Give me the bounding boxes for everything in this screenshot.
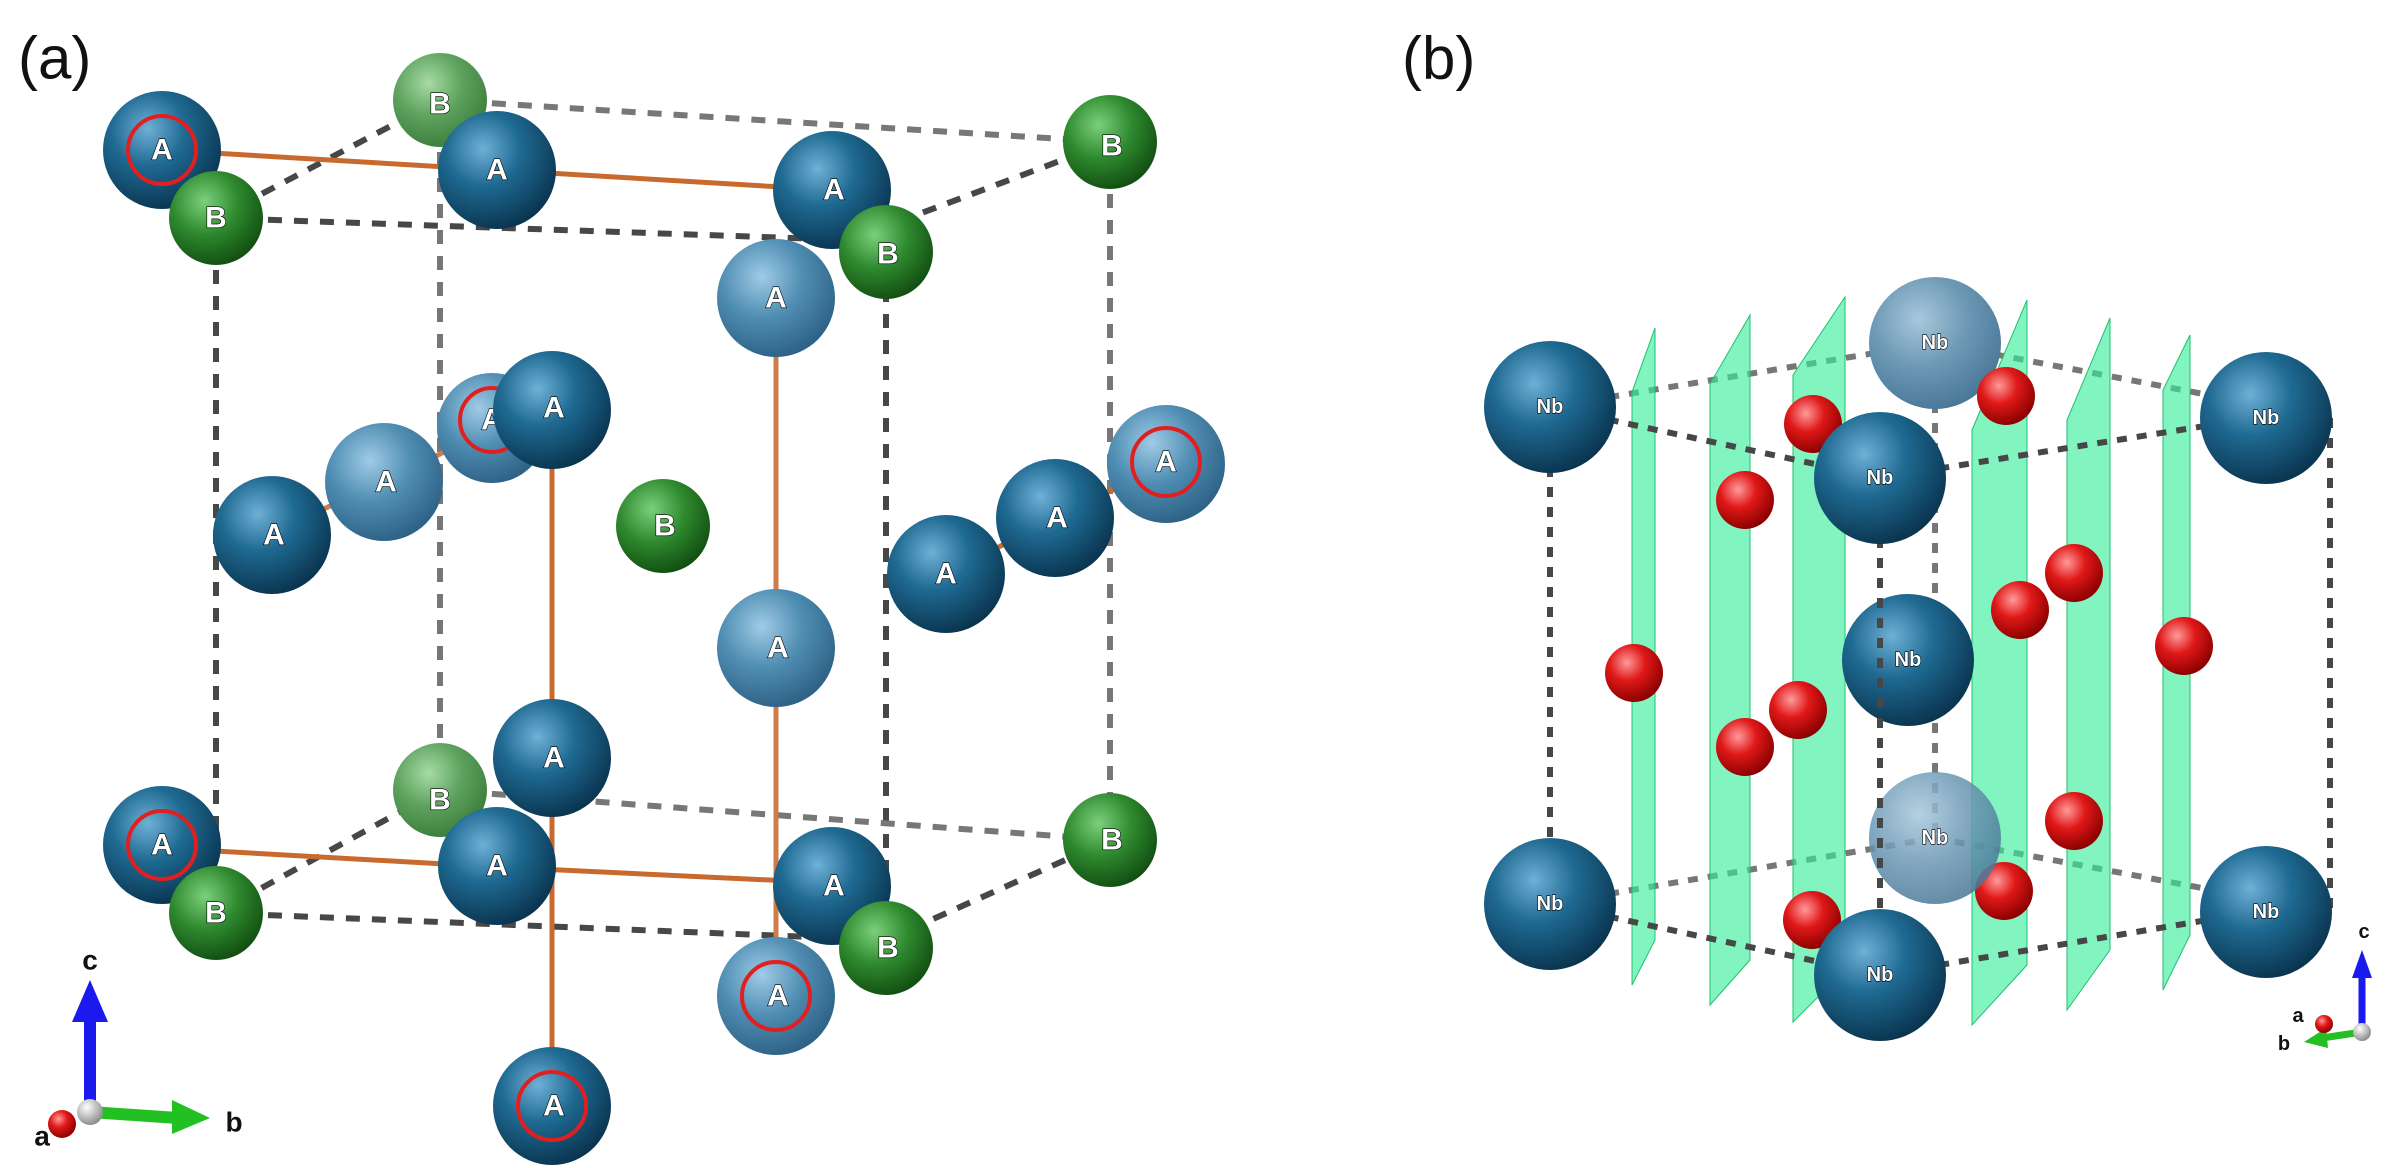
atom-a-marked: A	[493, 1047, 611, 1165]
panel-a-bonds	[161, 147, 1168, 1108]
atom-o	[2045, 792, 2103, 850]
atom-nb: Nb	[1869, 277, 2001, 409]
svg-text:A: A	[767, 980, 789, 1013]
svg-text:A: A	[543, 1090, 565, 1123]
svg-text:A: A	[1155, 446, 1177, 479]
atom-nb: Nb	[2200, 352, 2332, 484]
atom-nb: Nb	[1814, 412, 1946, 544]
panel-b: (b) Nb Nb	[1402, 25, 2372, 1055]
panel-a-atoms: B B B B A B A A B A A A A A B A A A A A …	[103, 53, 1225, 1165]
atom-o	[1783, 891, 1841, 949]
svg-text:A: A	[1046, 502, 1068, 535]
svg-text:A: A	[486, 850, 508, 883]
atom-b: B	[1063, 793, 1157, 887]
atom-nb: Nb	[1842, 594, 1974, 726]
atom-o	[1975, 862, 2033, 920]
atom-a: A	[717, 239, 835, 357]
atom-a: A	[493, 351, 611, 469]
svg-text:B: B	[877, 932, 899, 965]
atom-a: A	[493, 699, 611, 817]
axis-c-label: c	[82, 945, 98, 976]
atom-a-marked: A	[1107, 405, 1225, 523]
svg-text:Nb: Nb	[2253, 407, 2280, 429]
atom-b: B	[169, 171, 263, 265]
svg-text:A: A	[151, 829, 173, 862]
svg-text:B: B	[654, 510, 676, 543]
atom-b: B	[839, 205, 933, 299]
atom-o	[2155, 617, 2213, 675]
atom-b: B	[393, 743, 487, 837]
svg-text:Nb: Nb	[1537, 396, 1564, 418]
svg-text:A: A	[823, 174, 845, 207]
svg-text:Nb: Nb	[1922, 332, 1949, 354]
atom-a: A	[438, 111, 556, 229]
svg-text:B: B	[877, 238, 899, 271]
atom-o	[1716, 471, 1774, 529]
svg-text:A: A	[543, 392, 565, 425]
svg-text:A: A	[375, 466, 397, 499]
svg-text:Nb: Nb	[1537, 893, 1564, 915]
atom-b: B	[1063, 95, 1157, 189]
atom-a: A	[213, 476, 331, 594]
svg-text:A: A	[765, 282, 787, 315]
panel-a: (a)	[18, 25, 1225, 1165]
atom-a: A	[996, 459, 1114, 577]
atom-a: A	[717, 589, 835, 707]
atom-a: A	[438, 807, 556, 925]
svg-text:A: A	[543, 742, 565, 775]
atom-o	[1605, 644, 1663, 702]
atom-o	[1716, 718, 1774, 776]
svg-text:Nb: Nb	[1895, 649, 1922, 671]
axis-b-label: b	[2278, 1033, 2290, 1055]
svg-text:A: A	[486, 154, 508, 187]
panel-b-axis-indicator: c a b	[2278, 921, 2372, 1055]
svg-text:A: A	[151, 134, 173, 167]
svg-text:A: A	[263, 519, 285, 552]
atom-nb: Nb	[2200, 846, 2332, 978]
svg-text:A: A	[823, 870, 845, 903]
svg-text:A: A	[767, 632, 789, 665]
axis-c-label: c	[2358, 921, 2369, 943]
panel-a-label: (a)	[18, 25, 91, 92]
panel-a-axis-indicator: c b a	[34, 945, 242, 1152]
panel-b-o-atoms	[1605, 367, 2213, 949]
atom-a: A	[325, 423, 443, 541]
atom-o	[1991, 581, 2049, 639]
svg-text:B: B	[429, 784, 451, 817]
atom-nb: Nb	[1869, 772, 2001, 904]
svg-text:Nb: Nb	[1867, 467, 1894, 489]
svg-text:A: A	[935, 558, 957, 591]
svg-text:Nb: Nb	[1867, 964, 1894, 986]
svg-text:B: B	[1101, 824, 1123, 857]
svg-text:Nb: Nb	[1922, 827, 1949, 849]
svg-text:B: B	[205, 897, 227, 930]
axis-a-label: a	[2292, 1005, 2304, 1027]
svg-text:B: B	[1101, 130, 1123, 163]
atom-o	[1977, 367, 2035, 425]
atom-nb: Nb	[1814, 909, 1946, 1041]
atom-o	[2045, 544, 2103, 602]
svg-text:B: B	[429, 88, 451, 121]
axis-a-label: a	[34, 1121, 50, 1152]
atom-b: B	[616, 479, 710, 573]
svg-text:B: B	[205, 202, 227, 235]
atom-a: A	[887, 515, 1005, 633]
svg-text:Nb: Nb	[2253, 901, 2280, 923]
atom-nb: Nb	[1484, 341, 1616, 473]
axis-b-label: b	[225, 1107, 242, 1138]
atom-b: B	[839, 901, 933, 995]
atom-b: B	[169, 866, 263, 960]
atom-nb: Nb	[1484, 838, 1616, 970]
panel-b-label: (b)	[1402, 25, 1475, 92]
atom-o	[1769, 681, 1827, 739]
atom-a-marked: A	[717, 937, 835, 1055]
